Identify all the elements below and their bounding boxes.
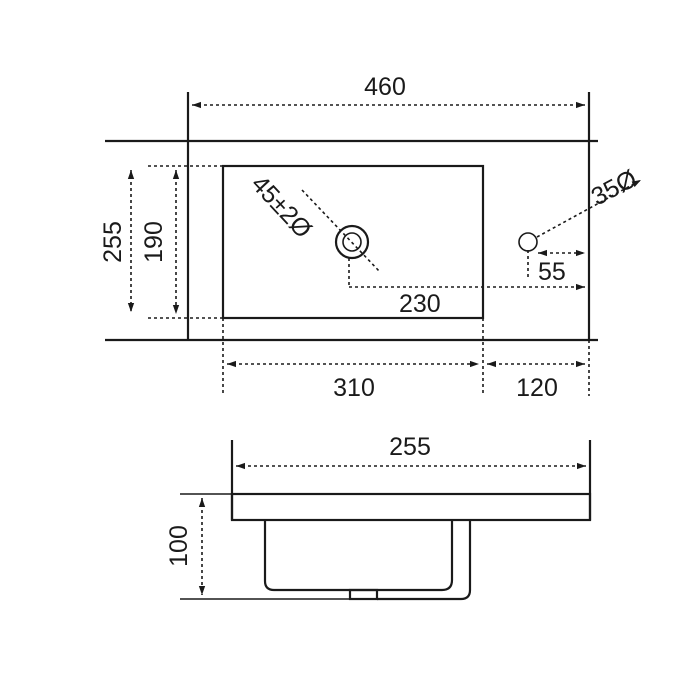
dim-label-tap-hole-diameter: 35Ø xyxy=(587,164,642,211)
top-view: 460 255 190 45±2Ø 35Ø 55 230 3 xyxy=(99,73,642,402)
bowl-outline xyxy=(221,164,485,320)
side-drain-outlet xyxy=(348,588,379,601)
dim-label-side-depth: 255 xyxy=(389,433,431,461)
drain-inner-ring xyxy=(342,232,362,252)
dim-label-tap-offset: 55 xyxy=(538,258,566,286)
dim-label-deck-width: 120 xyxy=(516,374,558,402)
dim-label-side-height: 100 xyxy=(165,525,193,567)
dim-label-drain-to-tap: 230 xyxy=(399,290,441,318)
side-back-profile xyxy=(377,520,472,601)
dim-label-drain-diameter: 45±2Ø xyxy=(246,170,318,244)
dim-label-bowl-width: 310 xyxy=(333,374,375,402)
dim-label-overall-depth: 255 xyxy=(99,221,127,263)
drain-outer-ring xyxy=(334,224,370,260)
side-bowl-profile xyxy=(263,520,454,592)
tap-hole xyxy=(518,232,538,252)
tap-hole-leader-line xyxy=(536,179,642,238)
dim-label-bowl-depth: 190 xyxy=(140,221,168,263)
side-slab xyxy=(230,492,592,522)
dim-label-overall-width: 460 xyxy=(364,73,406,101)
side-view: 255 100 xyxy=(165,433,592,601)
